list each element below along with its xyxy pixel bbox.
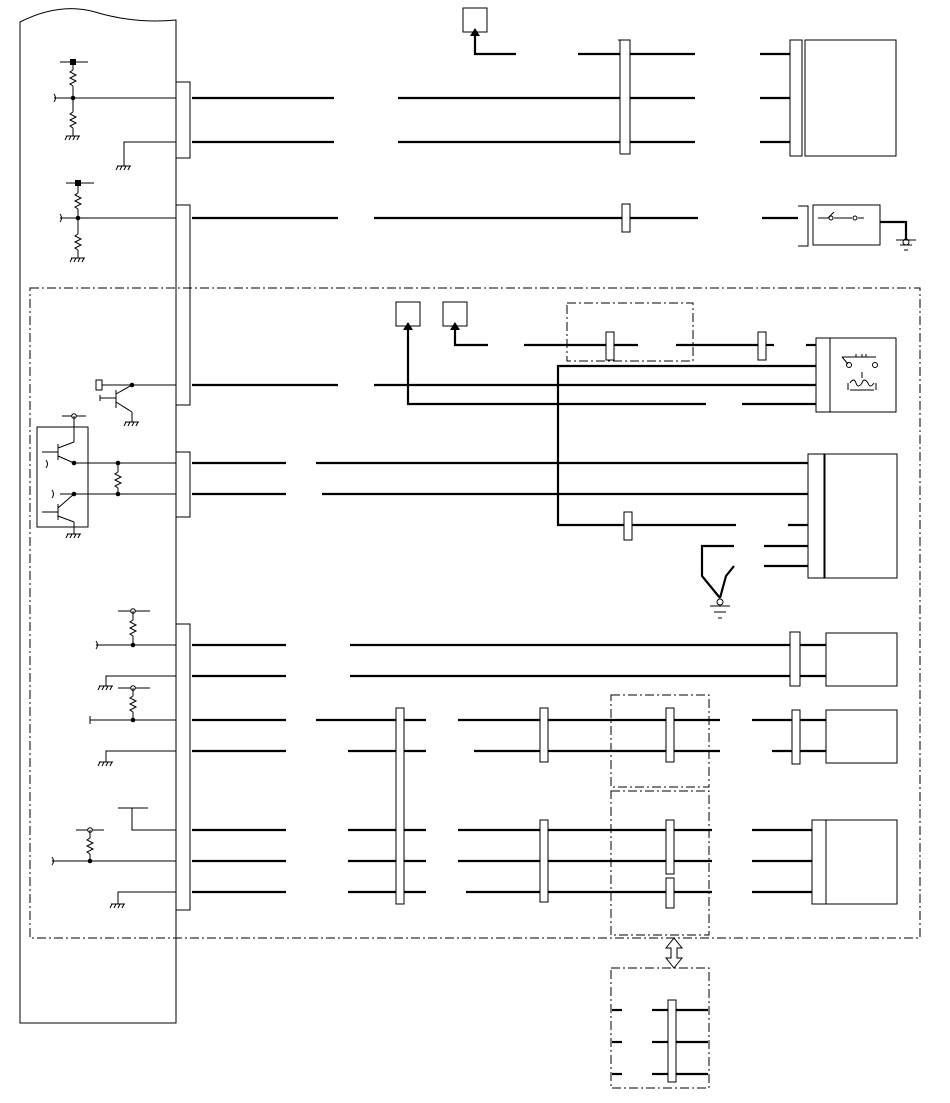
ground-icon [123, 421, 139, 427]
junction-box-boundary [566, 302, 694, 362]
engine-compartment-boundary [29, 287, 921, 939]
internal-circuit-1 [53, 59, 176, 171]
connector-bracket-icon [176, 451, 191, 518]
connector-bracket-icon [789, 631, 801, 687]
connector-bracket-icon [539, 707, 549, 763]
connector-bracket-icon [665, 707, 675, 763]
transistor-icon [42, 493, 75, 523]
connector-bracket-icon [807, 453, 825, 579]
connector-bracket-icon [539, 819, 549, 903]
sensor-3 [825, 819, 898, 905]
switch-icon [818, 211, 864, 219]
components [395, 7, 916, 1089]
resistor-icon [85, 837, 95, 855]
transistor-driver-1 [95, 379, 176, 427]
connector-bracket-icon [623, 511, 633, 541]
connector-bracket-icon [618, 39, 631, 155]
resistor-icon [68, 111, 78, 129]
connector-bracket-icon [815, 337, 831, 413]
connector-bracket-icon [621, 203, 631, 233]
ground-icon [97, 761, 113, 767]
internal-circuit-2 [59, 180, 176, 263]
bidirectional-arrow-icon [664, 937, 684, 969]
relay-icon [841, 354, 878, 391]
connector-bracket-icon [667, 999, 677, 1083]
module-connectors [176, 81, 191, 911]
transistor-icon [99, 384, 133, 413]
subassembly-boundary-2 [610, 790, 710, 936]
ground-icon [69, 257, 85, 263]
dual-transistor-driver [36, 413, 176, 539]
sensor-2 [825, 709, 898, 764]
control-unit-right [824, 453, 898, 579]
wires [192, 34, 908, 1076]
connector-bracket-icon [665, 819, 675, 875]
inline-connectors [395, 39, 831, 1083]
relay [829, 337, 897, 413]
resistor-icon [73, 192, 83, 210]
ground-icon [97, 685, 113, 691]
transistor-icon [42, 441, 75, 464]
connector-bracket-icon [791, 709, 801, 765]
ground-icon [109, 903, 125, 909]
connector-bracket-icon [811, 819, 827, 905]
subassembly-boundary-1 [610, 694, 710, 788]
connector-bracket-icon [798, 205, 809, 247]
ground-icon [115, 165, 131, 171]
switch-component [812, 204, 881, 246]
ground-icon [710, 605, 730, 619]
resistor-icon [128, 619, 138, 637]
connector-bracket-icon [789, 39, 803, 157]
ground-icon [64, 135, 80, 141]
actuator-top [804, 39, 897, 157]
connector-bracket-icon [757, 331, 767, 361]
connector-bracket-icon [176, 204, 191, 406]
ground-icon [65, 533, 81, 539]
resistor-icon [128, 695, 138, 713]
connector-bracket-icon [176, 623, 191, 911]
connector-bracket-icon [176, 81, 191, 159]
sensor-1 [825, 632, 898, 687]
connector-bracket-icon [665, 877, 675, 909]
connector-bracket-icon [605, 331, 615, 361]
control-module-outline [19, 8, 177, 1024]
remote-subassembly [610, 967, 710, 1089]
connector-bracket-icon [395, 707, 405, 905]
resistor-icon [68, 69, 78, 87]
resistor-icon [113, 471, 123, 489]
signal-input-circuits [51, 608, 176, 909]
resistor-icon [73, 233, 83, 251]
